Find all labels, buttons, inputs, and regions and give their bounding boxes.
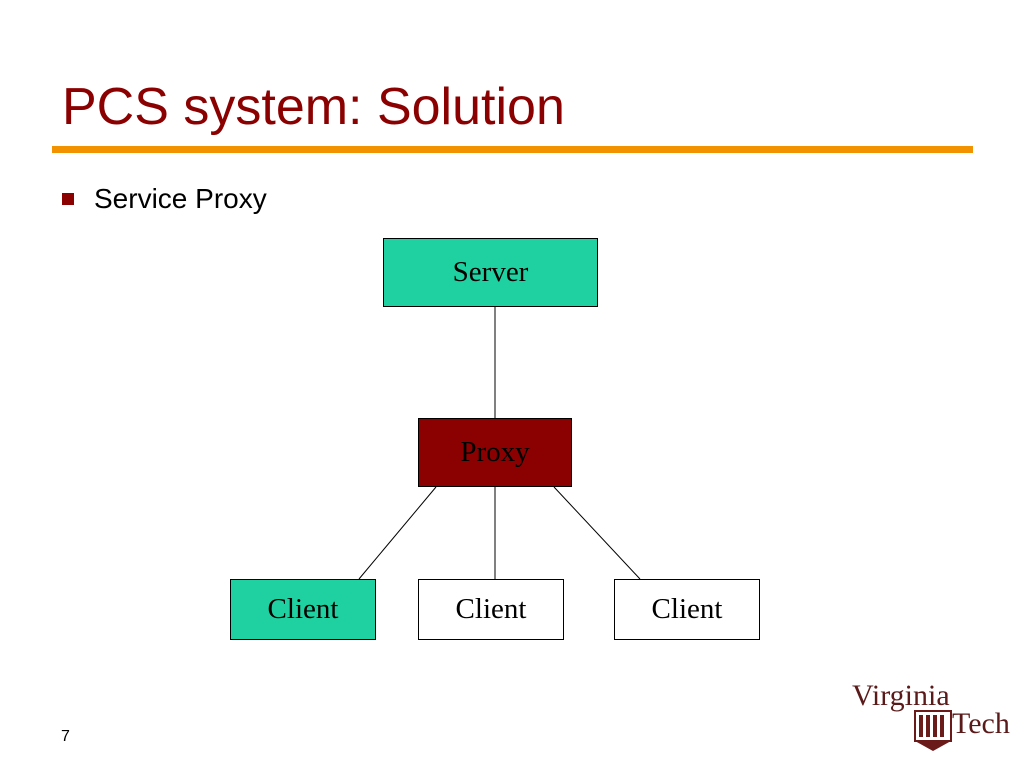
client-node-2: Client [418, 579, 564, 640]
server-node: Server [383, 238, 598, 307]
logo-emblem-icon [914, 710, 952, 751]
page-number: 7 [61, 728, 70, 745]
proxy-label: Proxy [460, 436, 530, 468]
bullet-square-icon [62, 193, 74, 205]
proxy-node: Proxy [418, 418, 572, 487]
logo-word-tech: Tech [952, 707, 1010, 740]
edge-proxy-client-1 [358, 486, 437, 580]
logo-word-virginia: Virginia [852, 679, 950, 712]
bullet-item: Service Proxy [62, 182, 267, 216]
client-node-1: Client [230, 579, 376, 640]
client-label-1: Client [267, 593, 339, 625]
client-label-2: Client [455, 593, 527, 625]
edge-proxy-client-3 [553, 486, 641, 580]
client-label-3: Client [651, 593, 723, 625]
server-label: Server [452, 256, 529, 288]
bullet-text: Service Proxy [94, 183, 267, 214]
title-divider [52, 146, 973, 153]
virginia-tech-logo: Virginia Tech [852, 680, 1012, 752]
slide-title: PCS system: Solution [62, 78, 565, 136]
client-node-3: Client [614, 579, 760, 640]
